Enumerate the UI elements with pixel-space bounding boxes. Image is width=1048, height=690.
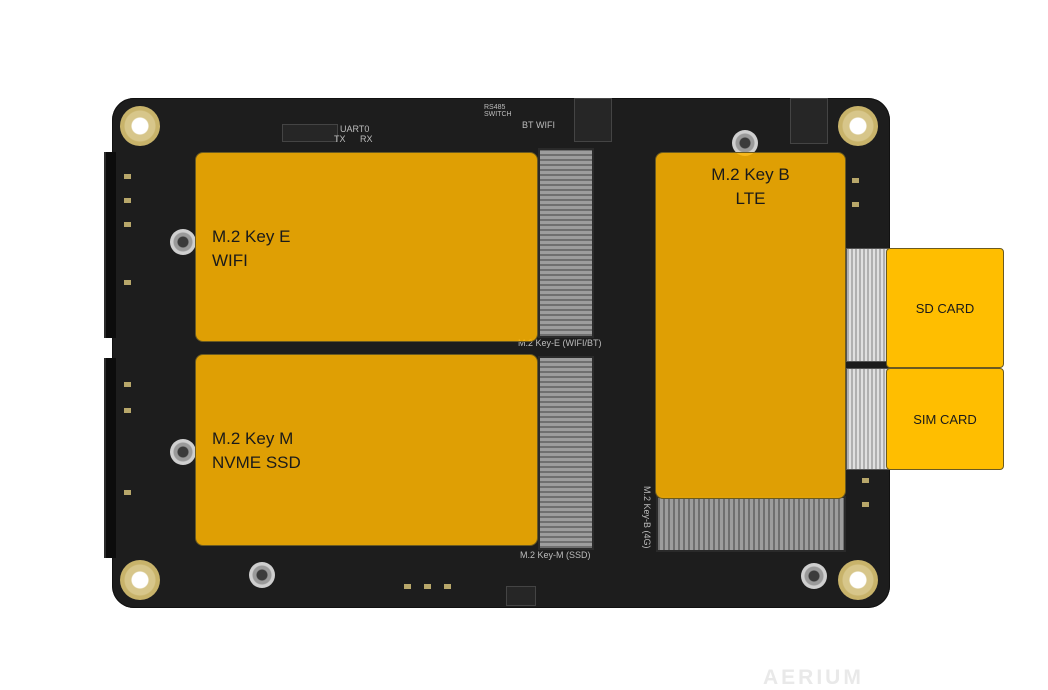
standoff-screw-key-e [170, 229, 196, 255]
module-key-e-subtitle: WIFI [212, 251, 248, 270]
silkscreen-slot-m: M.2 Key-M (SSD) [520, 550, 591, 560]
mounting-hole-top-left [120, 106, 160, 146]
silkscreen-bt: BT [522, 120, 534, 130]
module-key-m-title: M.2 Key M [212, 429, 294, 448]
aerium-logo: AERIUM [763, 666, 864, 689]
pad [124, 382, 131, 387]
chip-top-2 [790, 98, 828, 144]
sd-card-label: SD CARD [915, 300, 975, 316]
m2-slot-key-b [656, 496, 846, 552]
sim-card-socket [846, 368, 892, 470]
pad [444, 584, 451, 589]
pad [124, 198, 131, 203]
sim-card-label: SIM CARD [913, 411, 977, 427]
sim-card: SIM CARD [886, 368, 1004, 470]
chip-top-3 [282, 124, 338, 142]
mounting-hole-bottom-left [120, 560, 160, 600]
chip-top-1 [574, 98, 612, 142]
pad [124, 222, 131, 227]
pad [404, 584, 411, 589]
standoff-screw-top [732, 130, 758, 156]
m2-slot-key-e [538, 148, 594, 338]
silkscreen-slot-b: M.2 Key-B (4G) [642, 486, 652, 549]
silkscreen-rx: RX [360, 134, 373, 144]
pad [862, 502, 869, 507]
sd-card: SD CARD [886, 248, 1004, 368]
mounting-hole-bottom-right [838, 560, 878, 600]
module-key-m-subtitle: NVME SSD [212, 453, 301, 472]
module-key-b-title: M.2 Key B [711, 165, 790, 184]
pad [124, 490, 131, 495]
pad [852, 202, 859, 207]
silkscreen-tx: TX [334, 134, 346, 144]
m2-slot-key-m [538, 356, 594, 550]
pad [124, 280, 131, 285]
pad [852, 178, 859, 183]
module-key-b: M.2 Key B LTE [655, 152, 846, 499]
edge-connector-upper [104, 152, 116, 338]
edge-connector-lower [104, 358, 116, 558]
module-key-e: M.2 Key E WIFI [195, 152, 538, 342]
standoff-screw-bottom [249, 562, 275, 588]
silkscreen-slot-e: M.2 Key-E (WIFI/BT) [518, 338, 602, 348]
pad [124, 174, 131, 179]
silkscreen-rs485: RS485 SWITCH [484, 104, 512, 118]
standoff-screw-key-m [170, 439, 196, 465]
pad [424, 584, 431, 589]
silkscreen-wifi: WIFI [536, 120, 555, 130]
mounting-hole-top-right [838, 106, 878, 146]
module-key-m: M.2 Key M NVME SSD [195, 354, 538, 546]
standoff-screw-key-b [801, 563, 827, 589]
silkscreen-uart: UART0 [340, 124, 370, 134]
module-key-b-subtitle: LTE [735, 189, 766, 208]
chip-bottom [506, 586, 536, 606]
sd-card-socket [846, 248, 892, 362]
pad [862, 478, 869, 483]
module-key-e-title: M.2 Key E [212, 227, 291, 246]
pad [124, 408, 131, 413]
